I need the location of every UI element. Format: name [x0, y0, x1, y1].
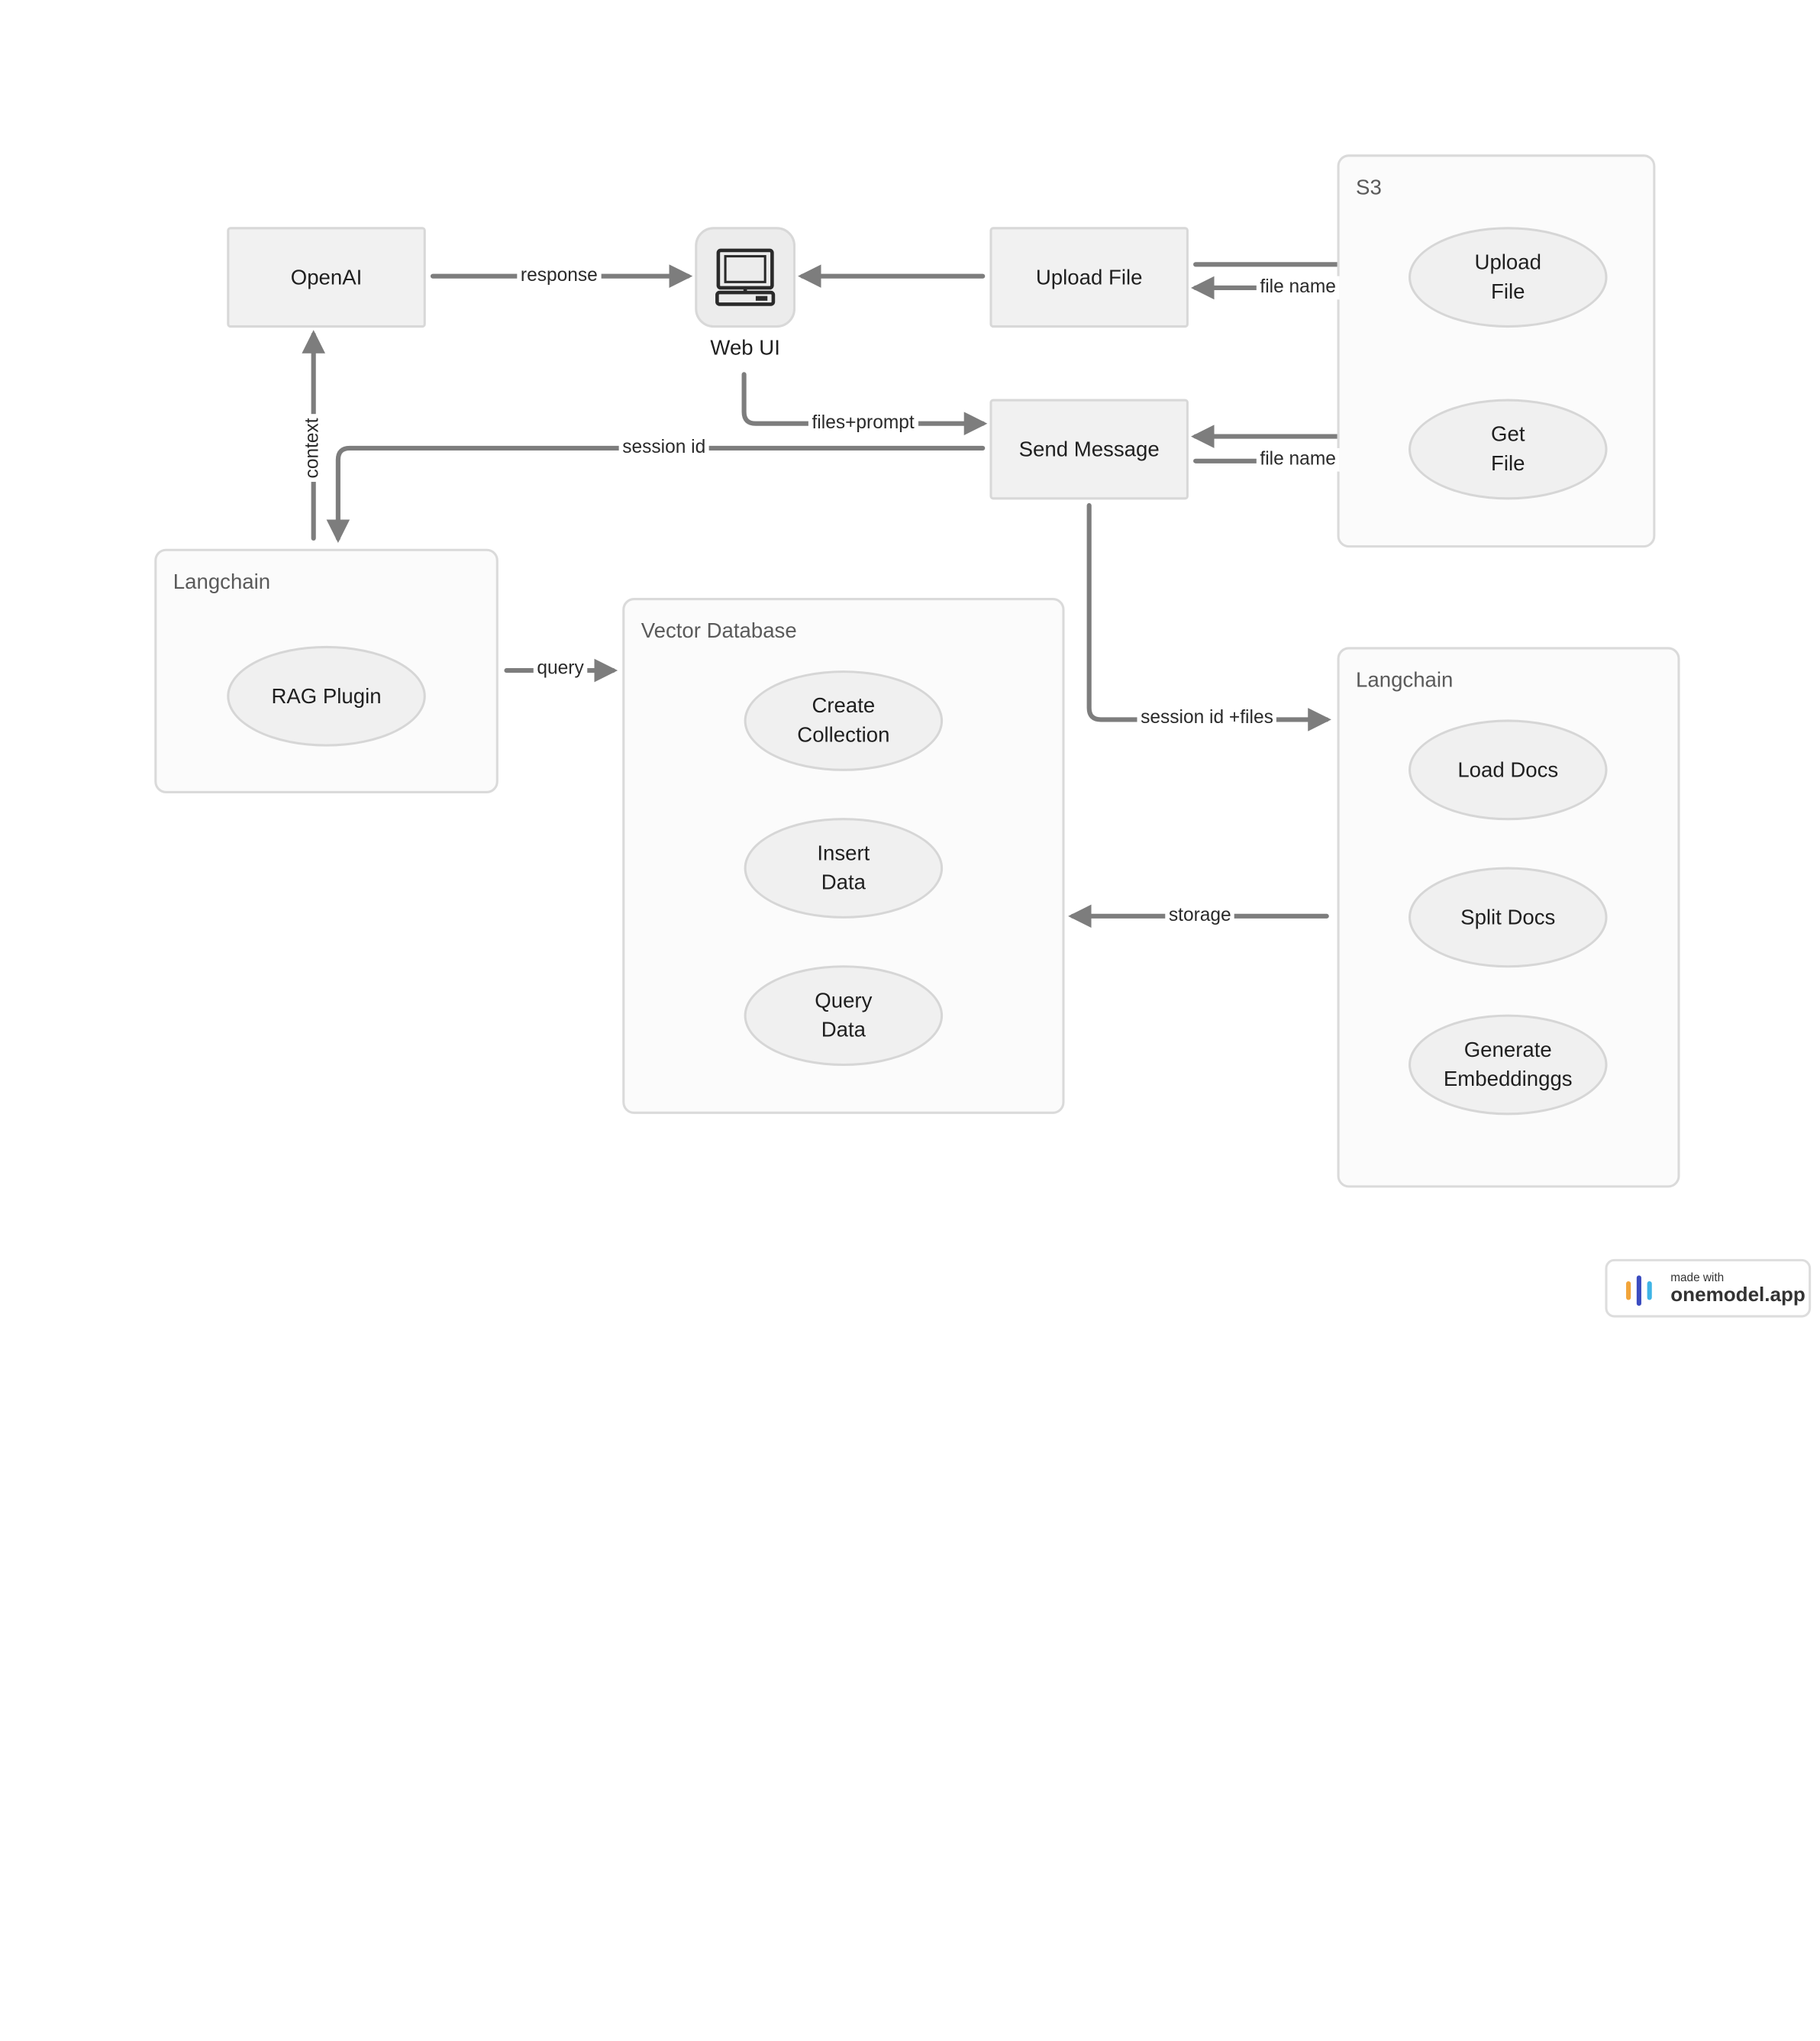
node-label-line: Insert — [817, 841, 870, 865]
node-label-line: Data — [821, 870, 866, 894]
edge-label-storage: storage — [1165, 904, 1235, 928]
onemodel-logo-icon — [1626, 1275, 1652, 1306]
node-label-line: File — [1491, 279, 1525, 303]
node-label-line: Data — [821, 1018, 866, 1041]
onemodel-badge[interactable]: made with onemodel.app — [1605, 1258, 1812, 1318]
badge-brand-text: onemodel.app — [1670, 1284, 1805, 1306]
edge-send-to-langchain — [1086, 502, 1331, 731]
split-docs-node[interactable]: Split Docs — [1409, 867, 1608, 968]
edge-label-file-name-get: file name — [1256, 447, 1340, 472]
node-label-line: Create — [812, 693, 876, 718]
web-ui-node[interactable] — [695, 227, 796, 328]
badge-small-text: made with — [1670, 1271, 1725, 1285]
edge-send-to-rag — [326, 445, 986, 544]
node-label-line: Load Docs — [1457, 757, 1559, 781]
node-label-line: Get — [1491, 422, 1525, 446]
edge-label-session-id: session id — [618, 436, 709, 460]
edge-label-query: query — [533, 657, 588, 681]
web-ui-label: Web UI — [710, 335, 780, 360]
node-label-line: Collection — [797, 723, 890, 747]
edge-label-session-files: session id +files — [1137, 706, 1277, 731]
edge-webui-to-send — [741, 372, 988, 436]
edge-label-file-name-upload: file name — [1256, 276, 1340, 300]
group-title: Langchain — [1356, 668, 1454, 692]
openai-node[interactable]: OpenAI — [227, 227, 426, 328]
node-label-line: Query — [815, 988, 873, 1012]
node-label-line: File — [1491, 451, 1525, 476]
group-title: Vector Database — [641, 618, 797, 643]
node-label-line: RAG Plugin — [271, 683, 382, 708]
upload-file-node[interactable]: Upload File — [989, 227, 1189, 328]
send-message-node[interactable]: Send Message — [989, 399, 1189, 500]
load-docs-node[interactable]: Load Docs — [1409, 719, 1608, 821]
group-title: S3 — [1356, 175, 1382, 199]
node-label-line: Upload — [1474, 250, 1541, 274]
edge-label-response: response — [517, 264, 602, 288]
node-label-line: Embeddinggs — [1443, 1067, 1573, 1091]
edge-label-files-prompt: files+prompt — [808, 412, 918, 436]
computer-icon — [715, 248, 776, 306]
rag-plugin-node[interactable]: RAG Plugin — [227, 645, 426, 747]
group-title: Langchain — [173, 570, 271, 593]
edge-label-context: context — [302, 414, 325, 483]
node-label-line: Split Docs — [1460, 905, 1556, 928]
node-label-line: Generate — [1463, 1038, 1552, 1061]
